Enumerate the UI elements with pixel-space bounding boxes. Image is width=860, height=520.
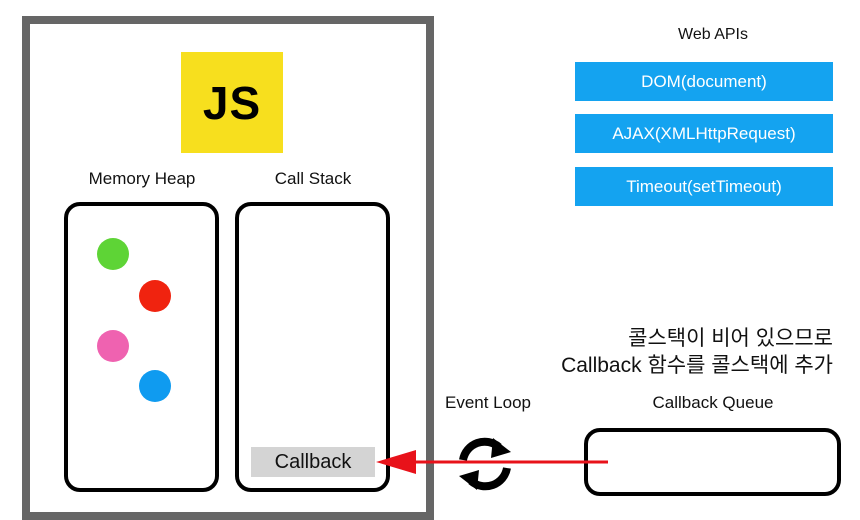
cycle-arrows-icon (459, 437, 511, 491)
note-line-2: Callback 함수를 콜스택에 추가 (561, 354, 833, 377)
callback-queue-label: Callback Queue (652, 393, 774, 412)
call-stack-label: Call Stack (274, 169, 352, 188)
web-api-timeout-label: Timeout(setTimeout) (626, 176, 782, 196)
js-logo-text: JS (202, 76, 262, 129)
arrow-head (376, 450, 416, 474)
call-stack-box (235, 202, 390, 492)
event-loop-label: Event Loop (444, 393, 531, 412)
web-api-dom: DOM(document) (575, 62, 833, 101)
memory-object-blue (139, 370, 171, 402)
memory-object-green (97, 238, 129, 270)
arrow-left-icon (376, 450, 608, 474)
memory-object-red (139, 280, 171, 312)
web-apis-title: Web APIs (678, 26, 748, 43)
memory-heap-box (64, 202, 219, 492)
memory-heap-label: Memory Heap (88, 169, 196, 188)
js-logo: JS (181, 52, 283, 153)
web-api-ajax-label: AJAX(XMLHttpRequest) (612, 123, 796, 143)
call-stack-callback-item: Callback (251, 447, 375, 477)
note-line-1: 콜스택이 비어 있으므로 (628, 327, 833, 350)
web-api-timeout: Timeout(setTimeout) (575, 167, 833, 206)
memory-object-pink (97, 330, 129, 362)
web-api-dom-label: DOM(document) (641, 71, 767, 91)
callback-queue-box (584, 428, 841, 496)
web-api-ajax: AJAX(XMLHttpRequest) (575, 114, 833, 153)
call-stack-callback-label: Callback (274, 450, 352, 473)
